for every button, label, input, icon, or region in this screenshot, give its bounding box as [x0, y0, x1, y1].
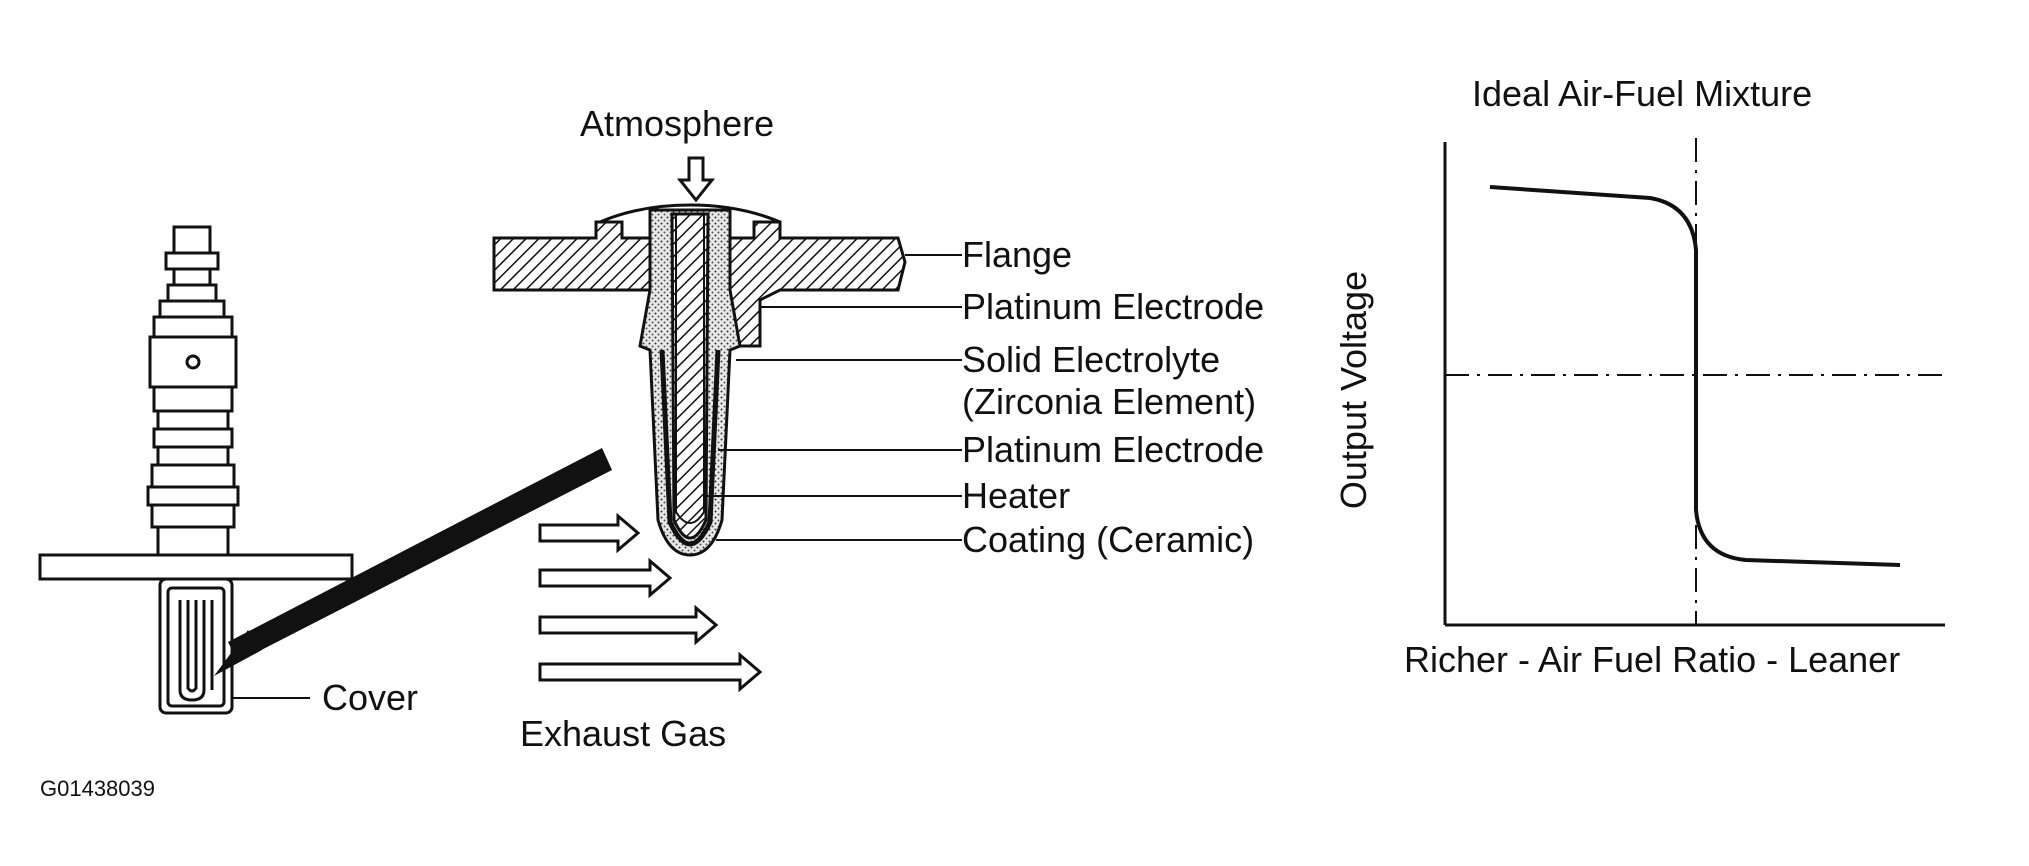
part-leader-lines — [706, 254, 962, 541]
atmosphere-label: Atmosphere — [580, 103, 775, 144]
sensor-cross-section — [492, 203, 907, 557]
cover-label: Cover — [322, 677, 419, 718]
voltage-curve — [1489, 185, 1901, 567]
graph-x-axis-label: Richer - Air Fuel Ratio - Leaner — [1404, 639, 1901, 680]
figure-id: G01438039 — [40, 776, 155, 801]
exhaust-gas-label: Exhaust Gas — [520, 713, 727, 754]
sensor-external-view — [38, 225, 354, 715]
part-label-coating: Coating (Ceramic) — [962, 519, 1255, 560]
pointer-arrow — [214, 448, 612, 676]
part-label-heater: Heater — [962, 475, 1071, 516]
part-label-platinum-electrode-inner: Platinum Electrode — [962, 429, 1265, 470]
part-label-zirconia-element: (Zirconia Element) — [962, 381, 1257, 422]
graph-y-axis-label: Output Voltage — [1333, 270, 1374, 510]
part-label-platinum-electrode-outer: Platinum Electrode — [962, 286, 1265, 327]
graph-title: Ideal Air-Fuel Mixture — [1472, 73, 1813, 114]
part-label-flange: Flange — [962, 234, 1073, 275]
atmosphere-arrow — [676, 156, 716, 203]
part-label-solid-electrolyte: Solid Electrolyte — [962, 339, 1221, 380]
output-voltage-graph — [1443, 138, 1945, 627]
exhaust-flow-arrows — [538, 512, 763, 693]
